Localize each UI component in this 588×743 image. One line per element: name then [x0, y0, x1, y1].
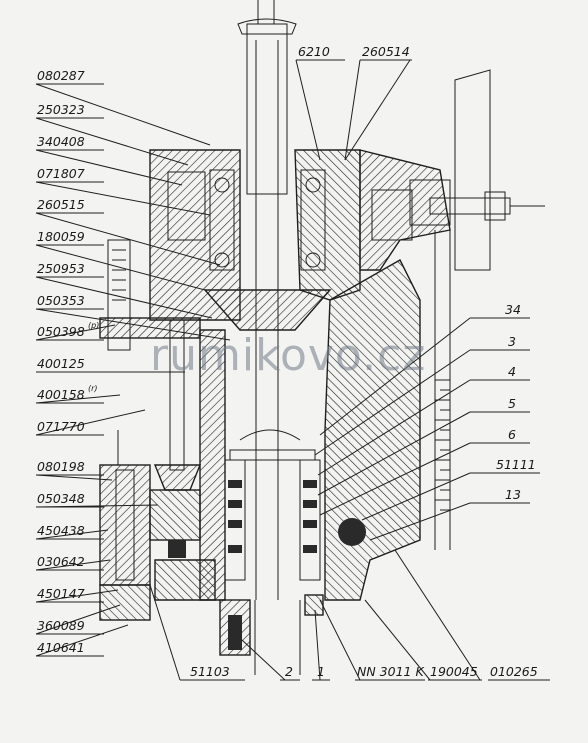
part-label: 050353 [37, 293, 85, 308]
part-label: 51111 [496, 457, 536, 472]
part-label: 250953 [37, 261, 85, 276]
part-label: 360089 [37, 618, 85, 633]
part-label: 260515 [37, 197, 85, 212]
part-label: 3 [508, 334, 516, 349]
part-label: 050348 [37, 491, 85, 506]
watermark-text: rumikovo.cz [150, 330, 426, 381]
part-label: 450438 [37, 523, 85, 538]
drawing-body [99, 0, 545, 675]
part-label: 030642 [37, 554, 85, 569]
leader-lines [35, 59, 481, 681]
part-label: 5 [508, 396, 516, 411]
part-label: 4 [508, 364, 516, 379]
part-label: 6210 [298, 44, 330, 59]
part-label: 260514 [362, 44, 410, 59]
part-label: 34 [505, 302, 521, 317]
part-label: 080198 [37, 459, 85, 474]
labels-bottom: 51103 2 1 NN 3011 K 190045 010265 [190, 664, 538, 679]
superscript-label: (r) [88, 384, 98, 393]
part-label: 13 [505, 487, 521, 502]
labels-top: 6210 260514 [298, 44, 410, 59]
part-label: 1 [317, 664, 325, 679]
part-label: 340408 [37, 134, 85, 149]
part-label: NN 3011 K [357, 664, 425, 679]
labels-left: 080287 250323 340408 071807 260515 18005… [37, 68, 99, 655]
part-label: 400158 [37, 387, 85, 402]
part-label: 180059 [37, 229, 85, 244]
part-label: 6 [508, 427, 516, 442]
part-label: 2 [285, 664, 293, 679]
part-label: 51103 [190, 664, 230, 679]
part-label: 250323 [37, 102, 85, 117]
label-underlines [36, 59, 550, 681]
labels-right: 34 3 4 5 6 51111 13 [496, 302, 536, 502]
part-label: 410641 [37, 640, 85, 655]
part-label: 080287 [37, 68, 85, 83]
part-label: 010265 [490, 664, 538, 679]
superscript-label: (p) [88, 321, 99, 330]
part-label: 071770 [37, 419, 85, 434]
part-label: 400125 [37, 356, 85, 371]
part-label: 071807 [37, 166, 85, 181]
part-label: 450147 [37, 586, 85, 601]
part-label: 190045 [430, 664, 478, 679]
part-label: 050398 [37, 324, 85, 339]
